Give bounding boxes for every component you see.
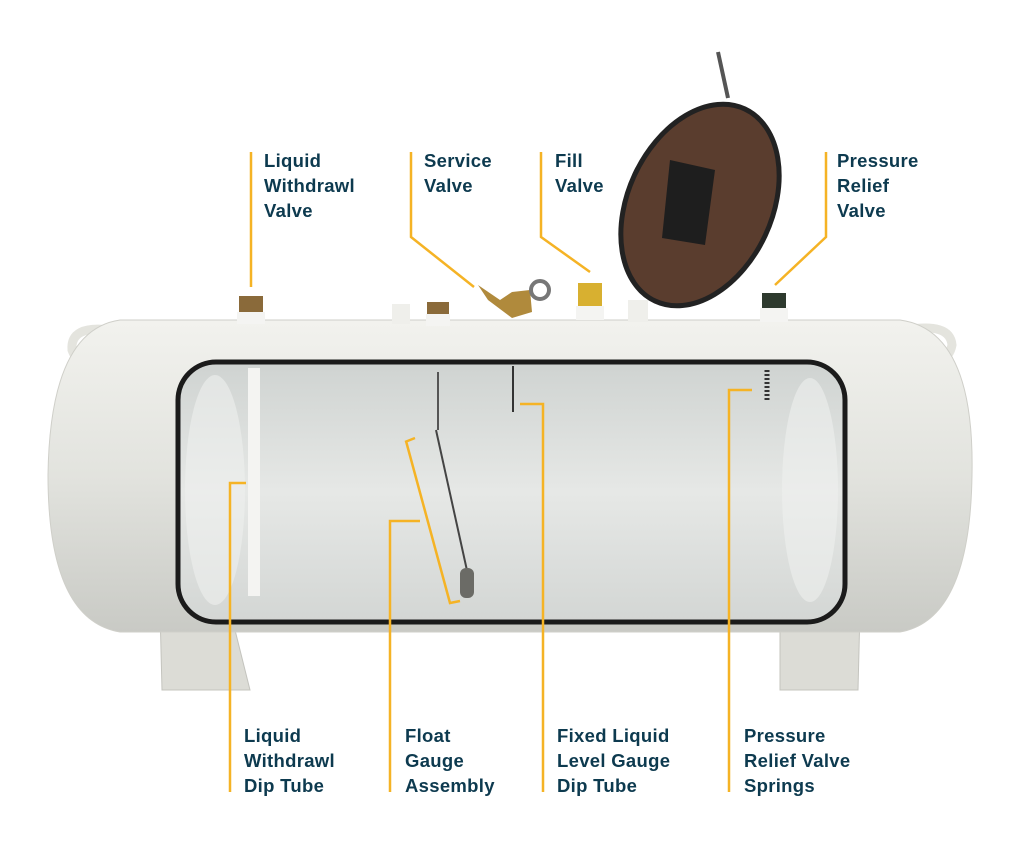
label-line: Pressure: [744, 725, 826, 746]
label-pressure-relief-valve: Pressure Relief Valve: [837, 148, 919, 223]
label-line: Withdrawl: [264, 175, 355, 196]
label-line: Level Gauge: [557, 750, 671, 771]
label-line: Service: [424, 150, 492, 171]
label-line: Valve: [424, 175, 473, 196]
label-pressure-relief-valve-springs: Pressure Relief Valve Springs: [744, 723, 850, 798]
label-liquid-withdrawl-valve: Liquid Withdrawl Valve: [264, 148, 355, 223]
leader-float-gauge: [388, 436, 461, 792]
leader-fixed-liquid: [520, 402, 545, 792]
label-line: Relief Valve: [744, 750, 851, 771]
label-line: Assembly: [405, 775, 495, 796]
label-line: Liquid: [264, 150, 322, 171]
label-line: Float: [405, 725, 451, 746]
label-line: Valve: [264, 200, 313, 221]
label-line: Withdrawl: [244, 750, 335, 771]
label-line: Fill: [555, 150, 583, 171]
label-liquid-withdrawl-dip-tube: Liquid Withdrawl Dip Tube: [244, 723, 335, 798]
label-line: Liquid: [244, 725, 302, 746]
label-line: Pressure: [837, 150, 919, 171]
label-line: Valve: [555, 175, 604, 196]
dip-tube: [248, 368, 260, 596]
label-line: Fixed Liquid: [557, 725, 670, 746]
label-service-valve: Service Valve: [424, 148, 492, 198]
label-line: Relief: [837, 175, 890, 196]
valve-dome-lid: [618, 51, 782, 309]
leader-pressure-relief-valve: [774, 152, 828, 286]
float: [460, 568, 474, 598]
leader-relief-springs: [727, 388, 752, 792]
label-line: Valve: [837, 200, 886, 221]
label-line: Gauge: [405, 750, 465, 771]
leader-fill-valve: [539, 152, 591, 274]
label-line: Dip Tube: [244, 775, 325, 796]
label-fixed-liquid-level-gauge-dip-tube: Fixed Liquid Level Gauge Dip Tube: [557, 723, 670, 798]
valves: [237, 279, 788, 326]
cutaway-window: [175, 359, 848, 625]
label-fill-valve: Fill Valve: [555, 148, 604, 198]
leader-dip-tube: [228, 481, 246, 792]
label-float-gauge-assembly: Float Gauge Assembly: [405, 723, 495, 798]
label-line: Dip Tube: [557, 775, 638, 796]
leader-service-valve: [409, 152, 475, 288]
leader-lines: [228, 152, 828, 792]
label-line: Springs: [744, 775, 815, 796]
